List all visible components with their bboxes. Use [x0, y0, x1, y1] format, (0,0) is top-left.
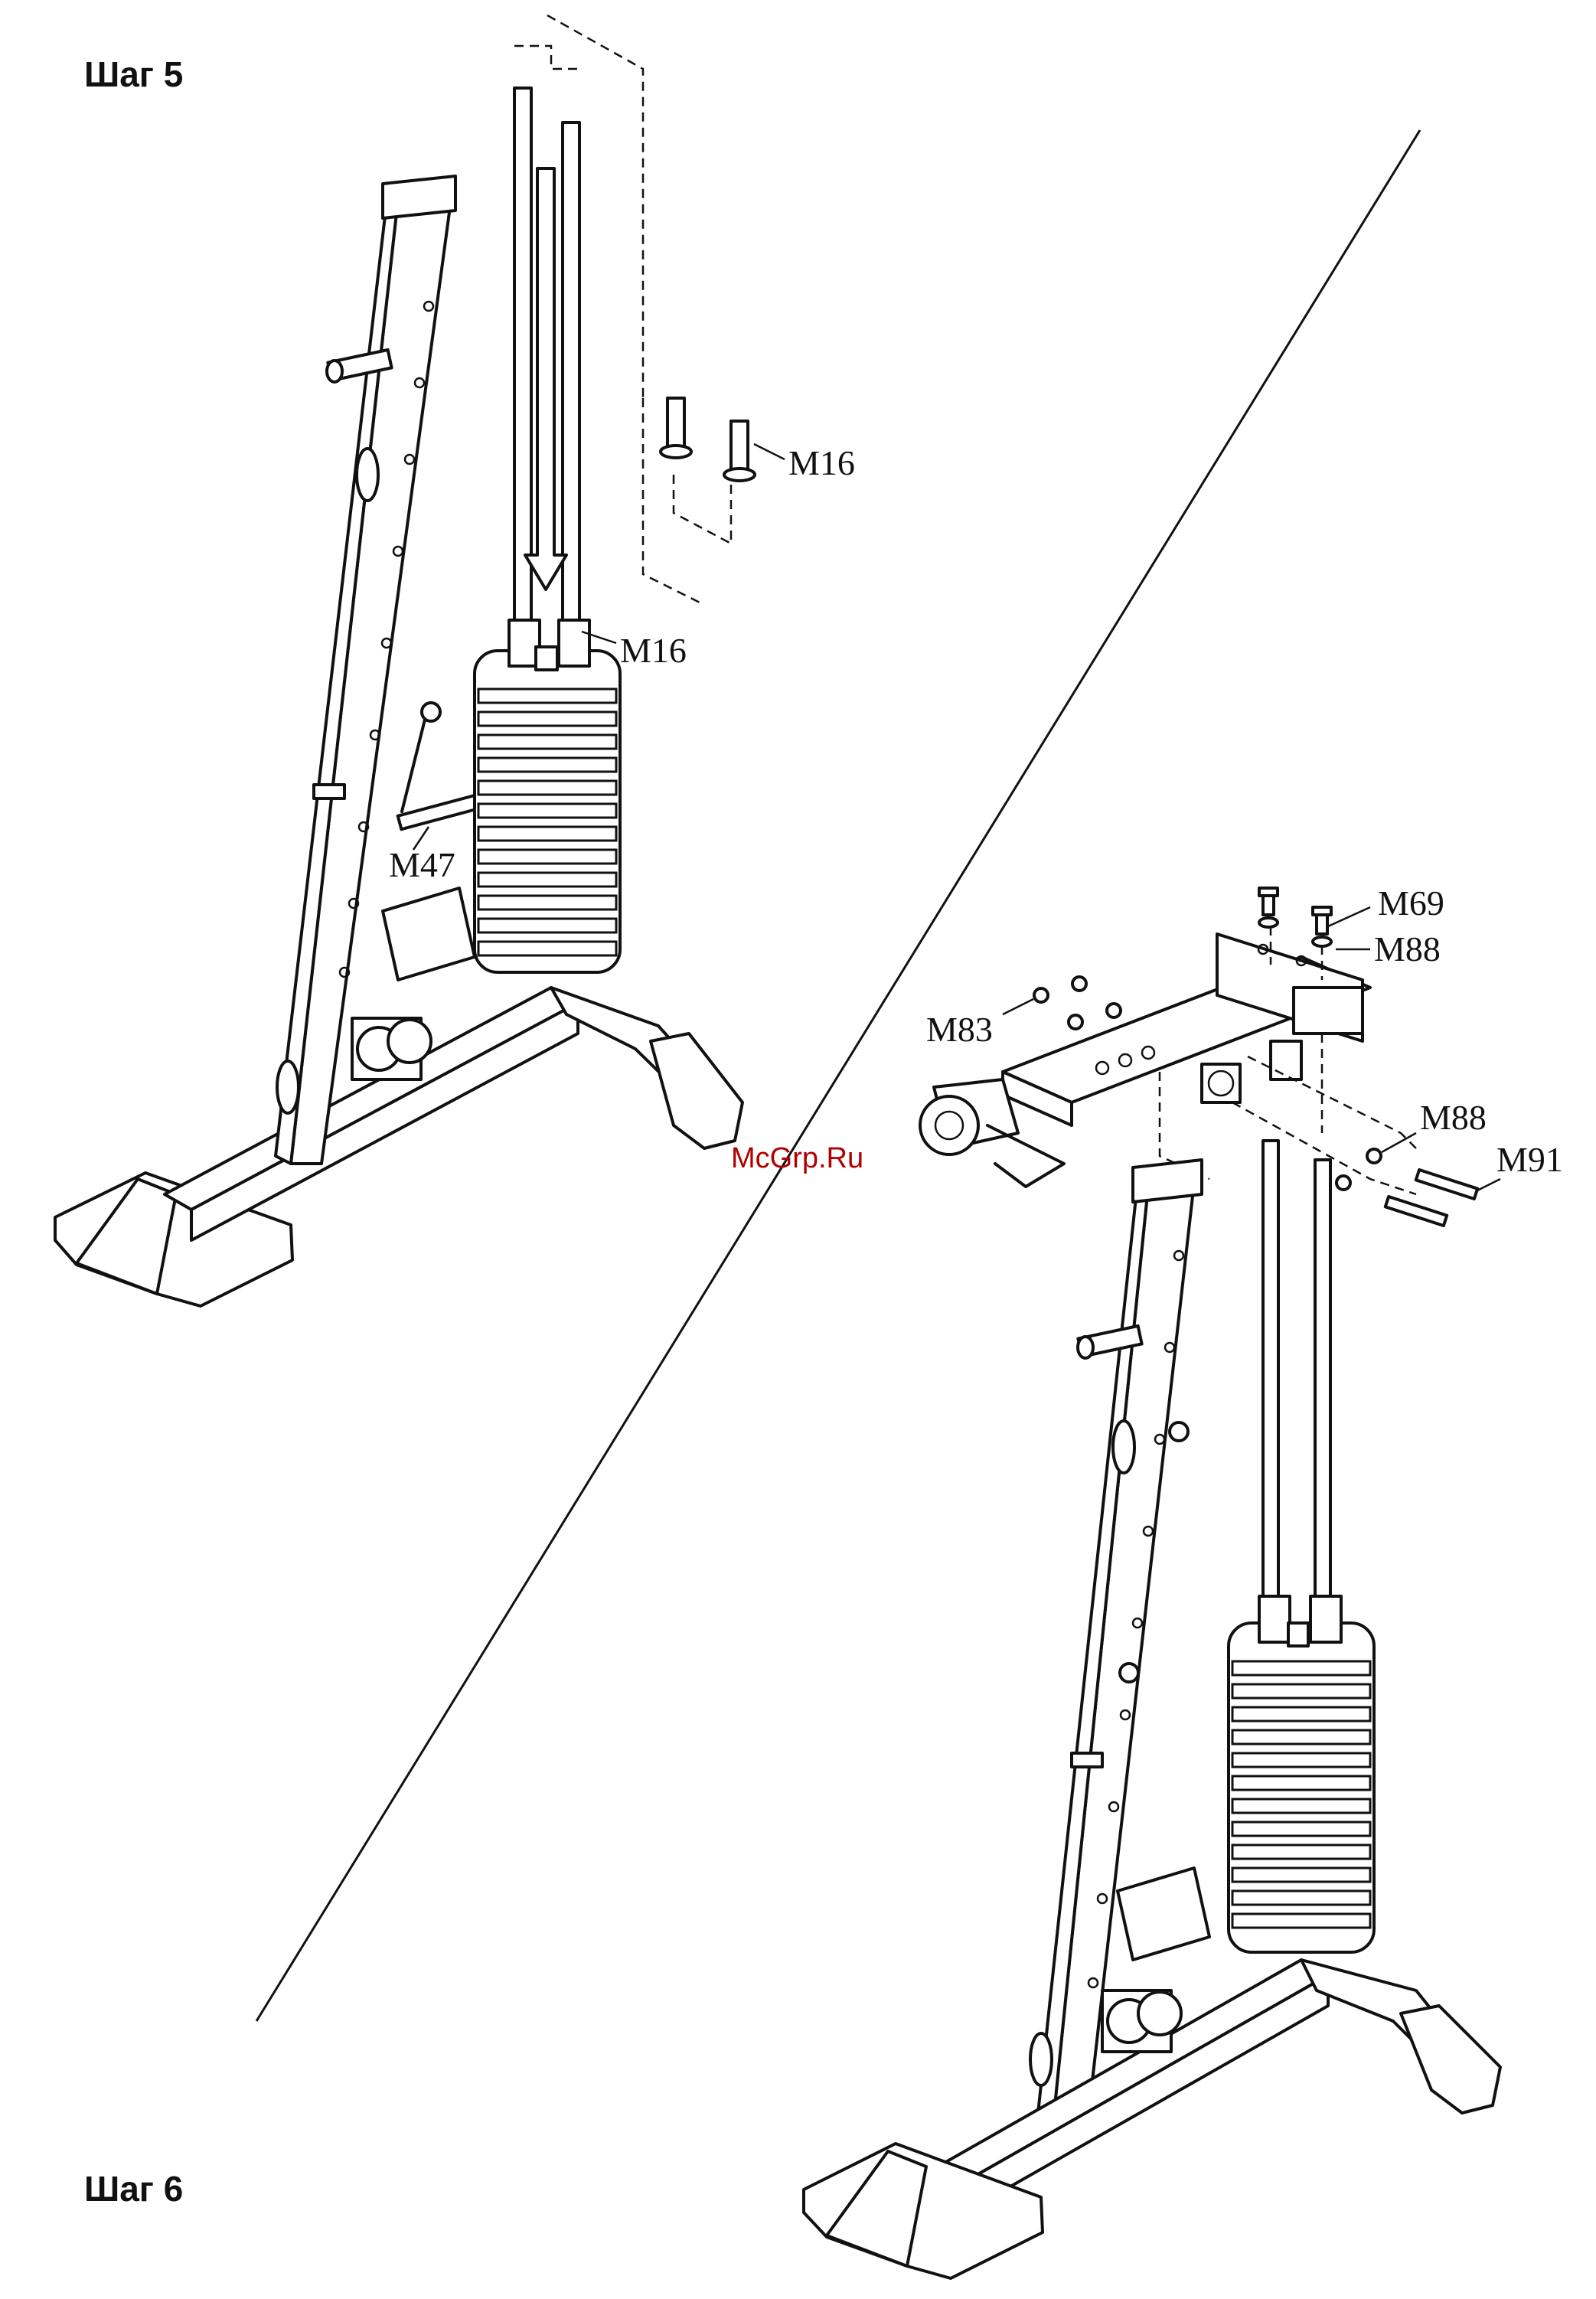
watermark: McGrp.Ru	[731, 1142, 863, 1174]
step5-weight-stack	[475, 620, 620, 972]
label-m88-top: M88	[1374, 929, 1441, 968]
step5-guide-rod-left	[514, 88, 531, 624]
step6-guide-rod-left	[1263, 1141, 1278, 1600]
step5-dashed-guide	[514, 46, 582, 69]
label-m69: M69	[1378, 883, 1444, 923]
label-m16-mid: M16	[620, 631, 687, 670]
label-m16-top: M16	[788, 443, 855, 482]
step6-right-foot	[1401, 2006, 1500, 2113]
step6-guide-rod-right	[1315, 1160, 1330, 1600]
step6-bolt-m91	[1416, 1170, 1477, 1199]
step6-weight-stack	[1229, 1596, 1374, 1952]
step6-arm-pulley	[920, 1096, 978, 1154]
step5-bushing-m16-left	[667, 398, 684, 452]
step6-washer-m88	[1367, 1149, 1381, 1163]
label-m91: M91	[1496, 1140, 1563, 1179]
step6-nut-m83	[1034, 988, 1048, 1002]
step5-right-foot	[651, 1034, 743, 1148]
step6-machine	[804, 888, 1500, 2278]
step5-guide-rod-right	[563, 122, 579, 624]
label-m83: M83	[926, 1010, 993, 1049]
step5-bushing-m16-right	[731, 421, 748, 475]
label-m88-bottom: M88	[1420, 1098, 1487, 1137]
label-m47: M47	[389, 845, 455, 884]
